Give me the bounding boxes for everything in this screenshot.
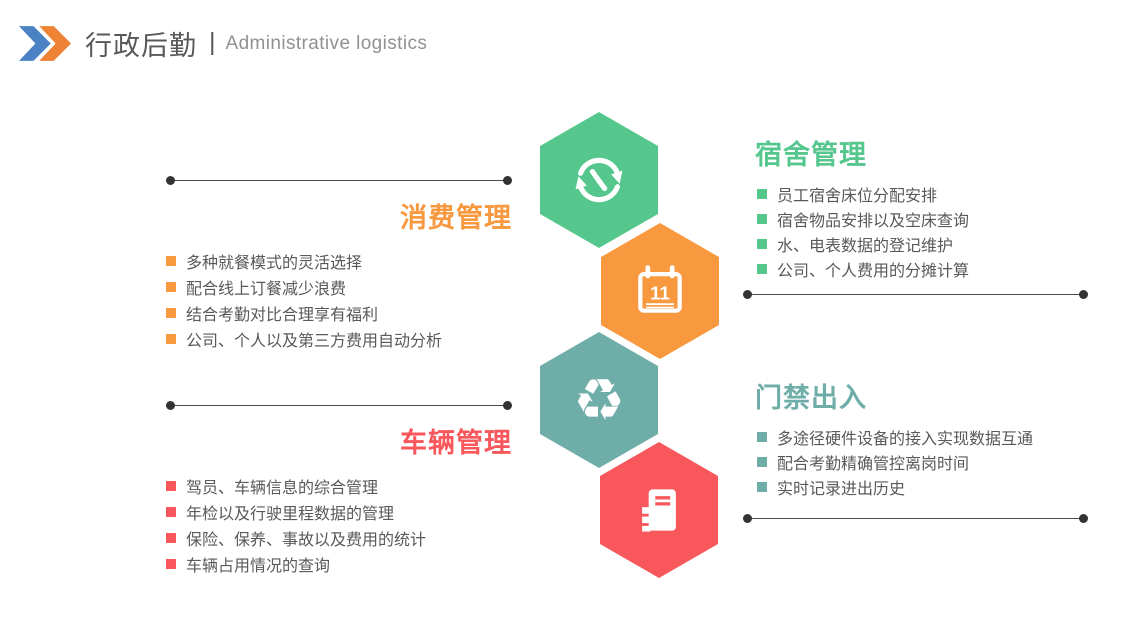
connector-line [170,179,508,182]
list-item: 多途径硬件设备的接入实现数据互通 [757,424,1088,449]
connector-line [747,517,1084,520]
double-chevron-logo-icon [19,26,72,61]
bullet-list-dormitory: 员工宿舍床位分配安排 宿舍物品安排以及空床查询 水、电表数据的登记维护 公司、个… [743,181,1088,281]
bullet-icon [166,334,176,344]
section-consumption: 消费管理 多种就餐模式的灵活选择 配合线上订餐减少浪费 结合考勤对比合理享有福利… [166,176,512,352]
list-item-label: 车辆占用情况的查询 [186,558,331,575]
list-item: 结合考勤对比合理享有福利 [166,300,512,326]
bullet-icon [166,256,176,266]
hexagon-consumption-fill [540,112,658,248]
list-item: 配合考勤精确管控离岗时间 [757,449,1088,474]
list-item-label: 驾员、车辆信息的综合管理 [186,480,379,497]
list-item-label: 结合考勤对比合理享有福利 [186,307,379,324]
list-item-label: 配合考勤精确管控离岗时间 [777,455,970,473]
list-item: 保险、保养、事故以及费用的统计 [166,525,512,551]
hexagon-dormitory-fill: 11 [601,223,719,359]
bullet-icon [757,431,767,442]
connector-dot-left [743,290,752,299]
bullet-icon [757,238,767,249]
page-title-cn: 行政后勤 [85,31,197,61]
list-item-label: 多种就餐模式的灵活选择 [186,255,363,272]
bullet-list-consumption: 多种就餐模式的灵活选择 配合线上订餐减少浪费 结合考勤对比合理享有福利 公司、个… [166,248,512,352]
hexagon-consumption [534,106,664,254]
bullet-icon [757,213,767,224]
list-item-label: 水、电表数据的登记维护 [777,237,954,255]
connector-dot-right [1079,290,1088,299]
connector-dot-left [743,514,752,523]
calendar-icon: 11 [638,265,682,313]
connector-consumption [166,176,512,185]
section-title-dormitory: 宿舍管理 [755,140,867,170]
connector-dot-right [503,176,512,185]
list-item-label: 多途径硬件设备的接入实现数据互通 [777,430,1034,448]
list-item-label: 年检以及行驶里程数据的管理 [186,506,395,523]
bullet-icon [757,188,767,199]
bullet-icon [757,481,767,492]
page-title-en: Administrative logistics [225,32,428,54]
connector-dot-right [1079,514,1088,523]
section-access: 门禁出入 多途径硬件设备的接入实现数据互通 配合考勤精确管控离岗时间 实时记录进… [743,382,1088,523]
connector-line [170,404,508,407]
list-item: 公司、个人以及第三方费用自动分析 [166,326,512,352]
list-item-label: 公司、个人费用的分摊计算 [777,262,970,280]
connector-line [747,293,1084,296]
recycle-icon: ♻ [573,366,625,434]
bullet-icon [757,263,767,274]
list-item-label: 公司、个人以及第三方费用自动分析 [186,333,443,350]
list-item: 配合线上订餐减少浪费 [166,274,512,300]
section-dormitory: 宿舍管理 员工宿舍床位分配安排 宿舍物品安排以及空床查询 水、电表数据的登记维护… [743,139,1088,299]
bullet-icon [166,559,176,569]
slide-header: 行政后勤 | Administrative logistics [19,24,427,63]
section-title-access: 门禁出入 [755,383,867,413]
bullet-icon [166,507,176,517]
list-item-label: 员工宿舍床位分配安排 [777,187,938,205]
notebook-icon [642,489,676,532]
hexagon-recycle-fill: ♻ [540,332,658,468]
bullet-list-vehicle: 驾员、车辆信息的综合管理 年检以及行驶里程数据的管理 保险、保养、事故以及费用的… [166,473,512,577]
list-item: 宿舍物品安排以及空床查询 [757,206,1088,231]
list-item: 实时记录进出历史 [757,474,1088,499]
section-title-consumption: 消费管理 [400,203,512,233]
bullet-icon [166,308,176,318]
list-item: 车辆占用情况的查询 [166,551,512,577]
calendar-day-label: 11 [650,282,670,303]
title-separator: | [209,28,216,56]
bullet-icon [166,282,176,292]
list-item: 水、电表数据的登记维护 [757,231,1088,256]
bullet-icon [166,481,176,491]
connector-access [743,514,1088,523]
hexagon-access [594,436,724,584]
clock-sync-icon [575,157,623,203]
connector-dot-right [503,401,512,410]
section-vehicle: 车辆管理 驾员、车辆信息的综合管理 年检以及行驶里程数据的管理 保险、保养、事故… [166,401,512,577]
list-item: 多种就餐模式的灵活选择 [166,248,512,274]
list-item: 公司、个人费用的分摊计算 [757,256,1088,281]
list-item-label: 宿舍物品安排以及空床查询 [777,212,970,230]
list-item: 年检以及行驶里程数据的管理 [166,499,512,525]
list-item: 员工宿舍床位分配安排 [757,181,1088,206]
connector-vehicle [166,401,512,410]
section-title-vehicle: 车辆管理 [400,428,512,458]
hexagon-access-fill [600,442,718,578]
list-item: 驾员、车辆信息的综合管理 [166,473,512,499]
bullet-list-access: 多途径硬件设备的接入实现数据互通 配合考勤精确管控离岗时间 实时记录进出历史 [743,424,1088,499]
bullet-icon [757,456,767,467]
connector-dot-left [166,176,175,185]
bullet-icon [166,533,176,543]
list-item-label: 保险、保养、事故以及费用的统计 [186,532,427,549]
connector-dot-left [166,401,175,410]
list-item-label: 配合线上订餐减少浪费 [186,281,347,298]
list-item-label: 实时记录进出历史 [777,480,906,498]
connector-dormitory [743,290,1088,299]
